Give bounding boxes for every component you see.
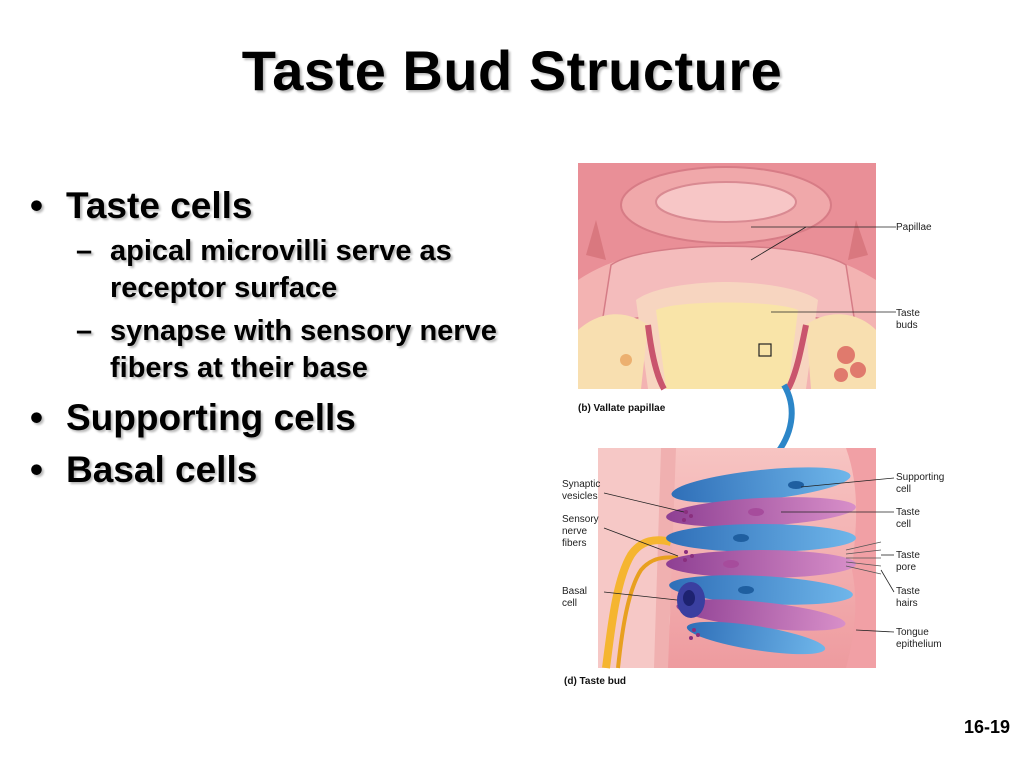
- label-papillae: Papillae: [896, 222, 932, 233]
- sub-bullet-synapse: – synapse with sensory nerve fibers at t…: [30, 313, 530, 387]
- sub-bullet-marker: –: [76, 315, 93, 347]
- bullet-text: Supporting cells: [66, 397, 356, 438]
- bullet-list: • Taste cells – apical microvilli serve …: [30, 185, 530, 491]
- bullet-taste-cells: • Taste cells: [30, 185, 530, 227]
- label-sensory-1: Sensory: [562, 514, 599, 525]
- label-taste-cell-1: Taste: [896, 507, 920, 518]
- slide-title: Taste Bud Structure: [241, 39, 783, 102]
- leader-lines: [603, 477, 895, 633]
- vallate-papillae-illustration: [578, 163, 876, 391]
- sub-bullet-microvilli: – apical microvilli serve as receptor su…: [30, 233, 530, 307]
- bullet-basal-cells: • Basal cells: [30, 449, 530, 491]
- caption-taste-bud: (d) Taste bud: [564, 676, 626, 687]
- label-taste-pore-2: pore: [896, 562, 916, 573]
- taste-bud-figure: Papillae Taste buds (b) Vallate papillae: [556, 160, 956, 695]
- slide-number: 16-19: [963, 717, 1010, 737]
- sub-bullet-text: synapse with sensory nerve fibers at the…: [110, 315, 497, 384]
- label-taste-pore-1: Taste: [896, 550, 920, 561]
- label-taste-hairs-1: Taste: [896, 586, 920, 597]
- label-synaptic-1: Synaptic: [562, 479, 600, 490]
- bullet-text: Basal cells: [66, 449, 258, 490]
- sub-bullet-marker: –: [76, 235, 93, 267]
- label-taste-cell-2: cell: [896, 519, 911, 530]
- label-supporting-1: Supporting: [896, 472, 944, 483]
- label-tongue-2: epithelium: [896, 639, 942, 650]
- label-taste-hairs-2: hairs: [896, 598, 918, 609]
- label-basal-1: Basal: [562, 586, 587, 597]
- leader-line: [750, 226, 807, 261]
- label-sensory-2: nerve: [562, 526, 587, 537]
- arrow-icon: [775, 383, 795, 454]
- taste-bud-illustration: [598, 448, 882, 669]
- label-taste-buds-2: buds: [896, 320, 918, 331]
- caption-vallate-papillae: (b) Vallate papillae: [578, 403, 666, 414]
- bullet-supporting-cells: • Supporting cells: [30, 397, 530, 439]
- sub-bullet-text: apical microvilli serve as receptor surf…: [110, 235, 452, 304]
- label-synaptic-2: vesicles: [562, 491, 598, 502]
- label-tongue-1: Tongue: [896, 627, 929, 638]
- label-supporting-2: cell: [896, 484, 911, 495]
- bullet-marker: •: [30, 397, 43, 438]
- bullet-marker: •: [30, 449, 43, 490]
- bullet-text: Taste cells: [66, 185, 253, 226]
- bullet-marker: •: [30, 185, 43, 226]
- label-sensory-3: fibers: [562, 538, 586, 549]
- figure-svg: Papillae Taste buds (b) Vallate papillae: [562, 163, 944, 687]
- label-taste-buds-1: Taste: [896, 308, 920, 319]
- label-basal-2: cell: [562, 598, 577, 609]
